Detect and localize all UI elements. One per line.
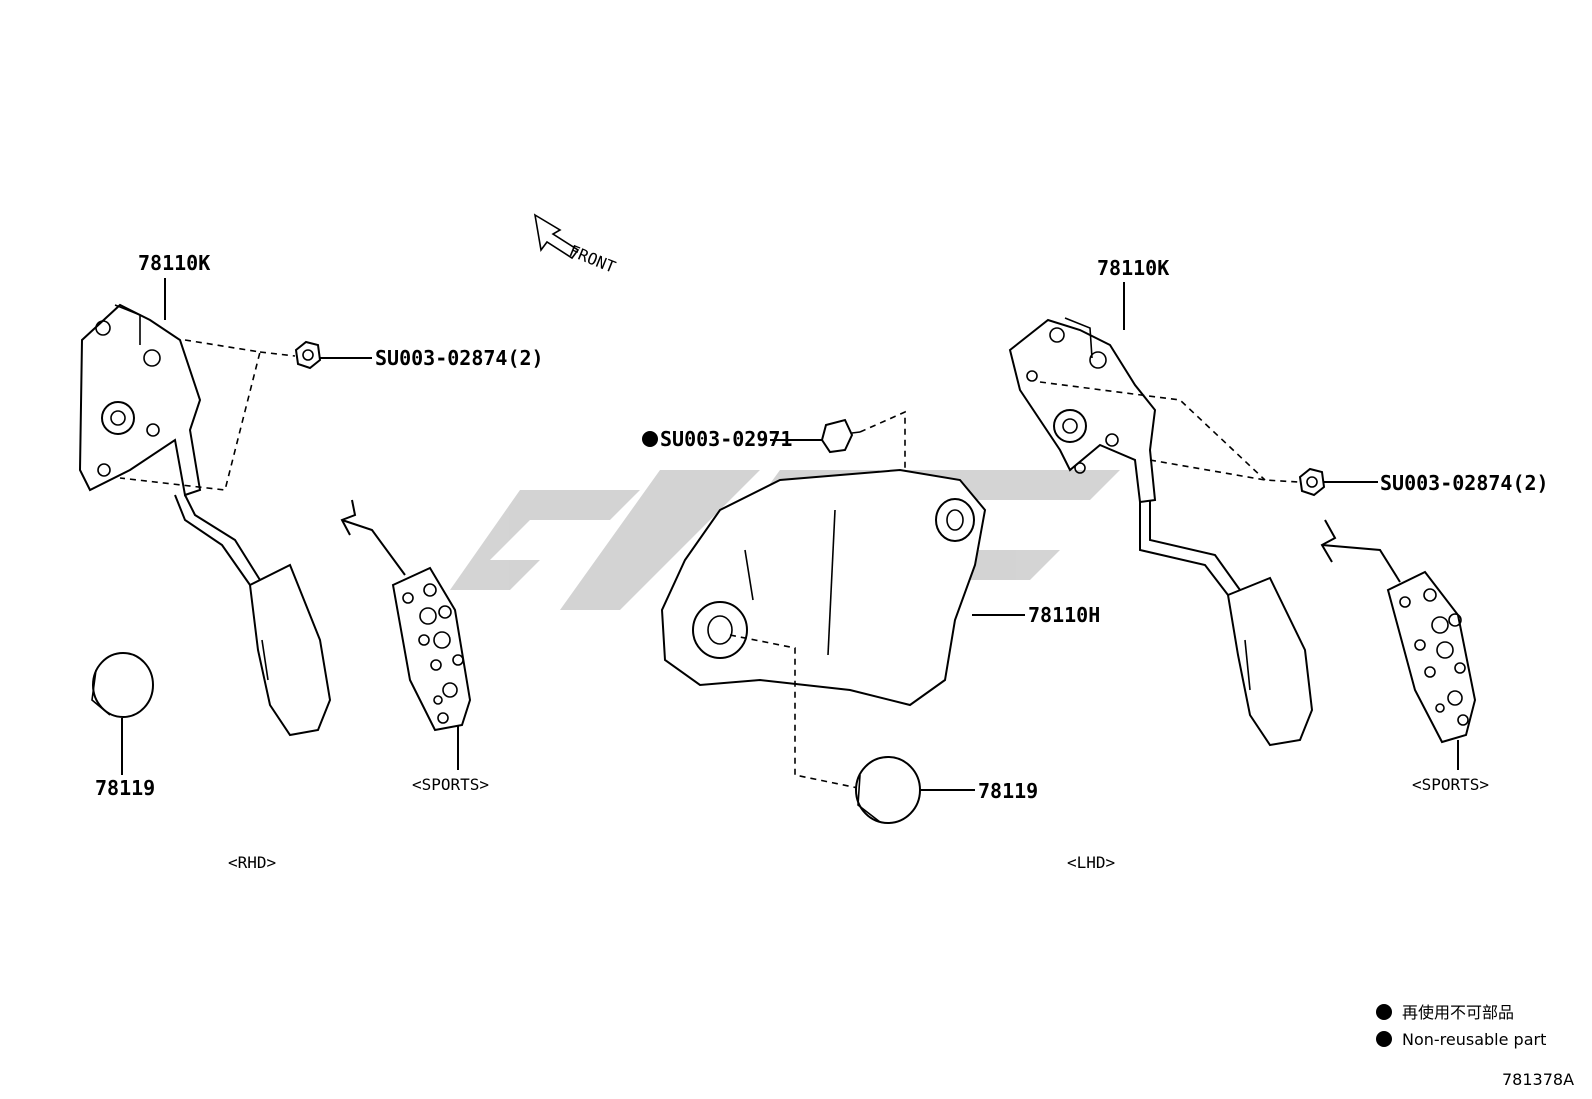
legend-en-bullet-icon — [1376, 1031, 1392, 1047]
rhd-nut-guide — [119, 339, 261, 491]
lhd-nut — [1298, 467, 1326, 497]
front-arrow: FRONT — [533, 213, 619, 277]
legend-en-text: Non-reusable part — [1402, 1030, 1546, 1049]
center-clip — [820, 418, 861, 454]
legend-jp-text: 再使用不可部品 — [1402, 1003, 1514, 1022]
non-reusable-marker-icon — [642, 431, 658, 447]
rhd-variant-label: <RHD> — [228, 853, 276, 872]
lhd-sports-label: <SPORTS> — [1412, 775, 1489, 794]
lhd-variant-label: <LHD> — [1067, 853, 1115, 872]
lhd-nut-guide — [1039, 381, 1266, 481]
rhd-stopper-part-number: 78119 — [95, 776, 155, 800]
rhd-nut-part-number: SU003-02874(2) — [375, 346, 544, 370]
figure-code: 781378A — [1502, 1070, 1574, 1089]
lhd-sports-pedal — [1320, 519, 1477, 744]
rhd-sports-label: <SPORTS> — [412, 775, 489, 794]
rhd-pedal-assembly — [78, 303, 332, 737]
lhd-pedal-assembly — [1008, 317, 1314, 747]
center-clip-part-number: SU003-02971 — [660, 427, 792, 451]
legend-jp-bullet-icon — [1376, 1004, 1392, 1020]
rhd-stopper — [91, 652, 154, 718]
rhd-sports-pedal — [340, 499, 472, 732]
center-stopper-part-number: 78119 — [978, 779, 1038, 803]
center-stopper — [855, 756, 921, 824]
rhd-nut — [294, 340, 322, 370]
front-label: FRONT — [567, 241, 619, 277]
center-bracket — [660, 468, 987, 707]
lhd-nut-part-number: SU003-02874(2) — [1380, 471, 1549, 495]
lhd-pedal-part-number: 78110K — [1097, 256, 1169, 280]
rhd-pedal-part-number: 78110K — [138, 251, 210, 275]
center-bracket-part-number: 78110H — [1028, 603, 1100, 627]
legend: 再使用不可部品 Non-reusable part — [1376, 1003, 1546, 1049]
